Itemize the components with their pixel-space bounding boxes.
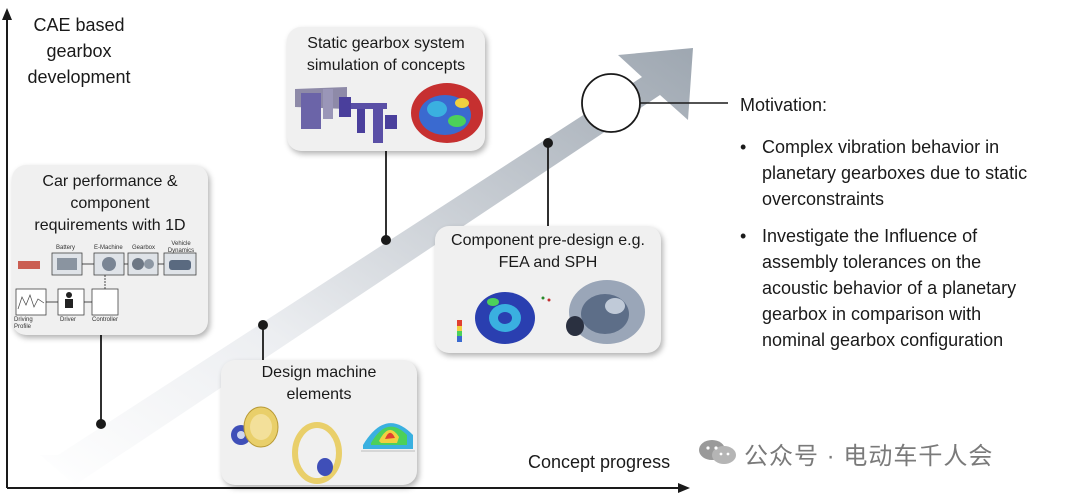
stage-title-line: FEA and SPH xyxy=(498,254,598,271)
bullet-line: Investigate the Influence of xyxy=(762,226,978,246)
bullet-line: overconstraints xyxy=(762,189,885,209)
stage-box-1d: Car performance & component requirements… xyxy=(12,165,208,335)
bullet-text: Investigate the Influence of assembly to… xyxy=(762,223,1072,353)
stage-title-line: Component pre-design e.g. xyxy=(451,232,645,249)
bullet-line: gearbox in comparison with xyxy=(762,304,982,324)
label-vehicle-dynamics: Vehicle Dynamics xyxy=(167,241,195,254)
y-axis-label-line: gearbox xyxy=(46,41,112,61)
connector-dot-fea xyxy=(543,138,553,148)
bullet-line: planetary gearboxes due to static xyxy=(762,163,1028,183)
stage-box-machine: Design machine elements xyxy=(221,360,417,485)
progress-arrow xyxy=(40,48,693,485)
stage-title-fea: Component pre-design e.g. FEA and SPH xyxy=(435,230,661,274)
bullet-line: acoustic behavior of a planetary xyxy=(762,278,1017,298)
bullet-text: Complex vibration behavior in planetary … xyxy=(762,134,1072,212)
y-axis-label: CAE based gearbox development xyxy=(14,12,144,90)
y-axis-label-line: development xyxy=(27,67,131,87)
1d-model-diagram xyxy=(15,252,197,316)
label-emachine: E-Machine xyxy=(94,245,123,251)
bullet-dot: • xyxy=(740,226,747,246)
label-controller: Controller xyxy=(92,317,119,323)
stage-title-line: Car performance & xyxy=(42,173,178,190)
simulation-logo xyxy=(18,261,40,269)
stage-box-static: Static gearbox system simulation of conc… xyxy=(287,27,485,151)
bullet-line: assembly tolerances on the xyxy=(762,252,982,272)
stage-title-static: Static gearbox system simulation of conc… xyxy=(287,33,485,77)
label-driving-profile: Driving Profile xyxy=(14,317,33,330)
x-axis-arrowhead xyxy=(678,483,690,493)
label-battery: Battery xyxy=(56,245,76,251)
label-gearbox: Gearbox xyxy=(132,245,156,251)
stage-title-line: elements xyxy=(286,386,352,403)
wechat-icon xyxy=(699,440,736,464)
y-axis-arrowhead xyxy=(2,8,12,20)
connector-dot-machine xyxy=(258,320,268,330)
motivation-bullet: • Investigate the Influence of assembly … xyxy=(740,223,1070,355)
motivation-bullet: • Complex vibration behavior in planetar… xyxy=(740,134,1070,214)
motivation-title: Motivation: xyxy=(740,95,828,115)
stage-title-line: Static gearbox system xyxy=(307,35,465,52)
fea-sph-illustration xyxy=(457,280,645,344)
stage-title-line: Design machine xyxy=(261,364,377,381)
planet-gear-icon xyxy=(317,458,333,476)
machine-elements-illustration xyxy=(231,406,415,484)
label-driver: Driver xyxy=(60,317,76,323)
stage-title-line: simulation of concepts xyxy=(306,57,466,74)
stage-title-machine: Design machine elements xyxy=(221,362,417,406)
stage-title-1d: Car performance & component requirements… xyxy=(12,171,208,237)
y-axis-label-line: CAE based xyxy=(33,15,125,35)
bullet-line: Complex vibration behavior in xyxy=(762,137,1000,157)
x-axis-label: Concept progress xyxy=(528,452,671,472)
ring-gear-icon xyxy=(292,422,342,484)
stage-title-line: requirements with 1D xyxy=(34,217,186,234)
bullet-dot: • xyxy=(740,137,747,157)
controller-block xyxy=(91,288,119,316)
stage-title-line: component xyxy=(70,195,150,212)
stage-box-fea: Component pre-design e.g. FEA and SPH xyxy=(435,226,661,353)
watermark-text: 公众号 · 电动车千人会 xyxy=(744,443,994,470)
bullet-line: nominal gearbox configuration xyxy=(762,330,1004,350)
connector-dot-1d xyxy=(96,419,106,429)
motivation-circle xyxy=(581,73,641,133)
connector-dot-static xyxy=(381,235,391,245)
gearbox-system-illustration xyxy=(295,83,483,143)
